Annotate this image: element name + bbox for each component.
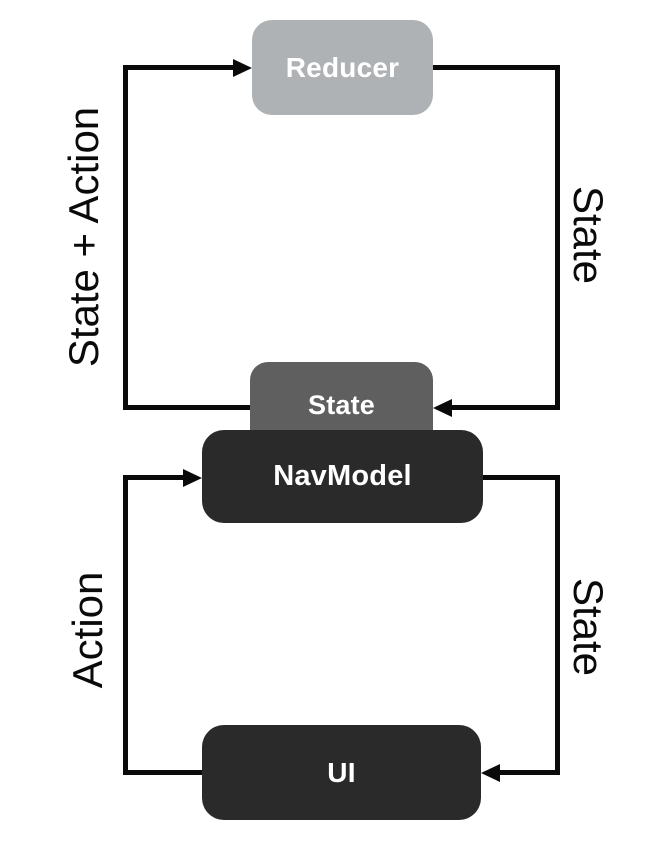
navmodel-node-label: NavModel (273, 460, 412, 492)
edge-reducer-to-state-end-segment (450, 405, 560, 410)
edge-state-to-reducer-start-segment (123, 405, 252, 410)
edge-navmodel-to-ui-right-rail (555, 475, 560, 775)
arrowhead-into-reducer-icon (233, 58, 252, 77)
edge-reducer-to-state-right-rail (555, 65, 560, 410)
edge-ui-to-navmodel-end-segment (123, 475, 185, 480)
arrowhead-into-state-icon (433, 398, 452, 417)
edge-state-to-reducer-end-segment (123, 65, 235, 70)
reducer-node: Reducer (252, 20, 433, 115)
edge-state-to-reducer-left-rail (123, 65, 128, 410)
edge-navmodel-to-ui-end-segment (499, 770, 560, 775)
edge-ui-to-navmodel-left-rail (123, 475, 128, 775)
edge-reducer-to-state-start-segment (433, 65, 560, 70)
edge-label-state-top-text: State (565, 185, 612, 285)
navmodel-node: NavModel (202, 430, 483, 523)
arrowhead-into-ui-icon (481, 763, 500, 782)
ui-node-label: UI (327, 756, 356, 788)
edge-label-state-plus-action-text: State + Action (60, 106, 107, 368)
arrowhead-into-navmodel-icon (183, 468, 202, 487)
ui-node: UI (202, 725, 481, 820)
edge-label-action-text: Action (64, 571, 111, 689)
edge-navmodel-to-ui-start-segment (483, 475, 560, 480)
edge-ui-to-navmodel-start-segment (123, 770, 204, 775)
edge-label-state-bottom-text: State (565, 577, 612, 677)
reducer-node-label: Reducer (285, 51, 400, 83)
state-node-label: State (307, 389, 376, 420)
